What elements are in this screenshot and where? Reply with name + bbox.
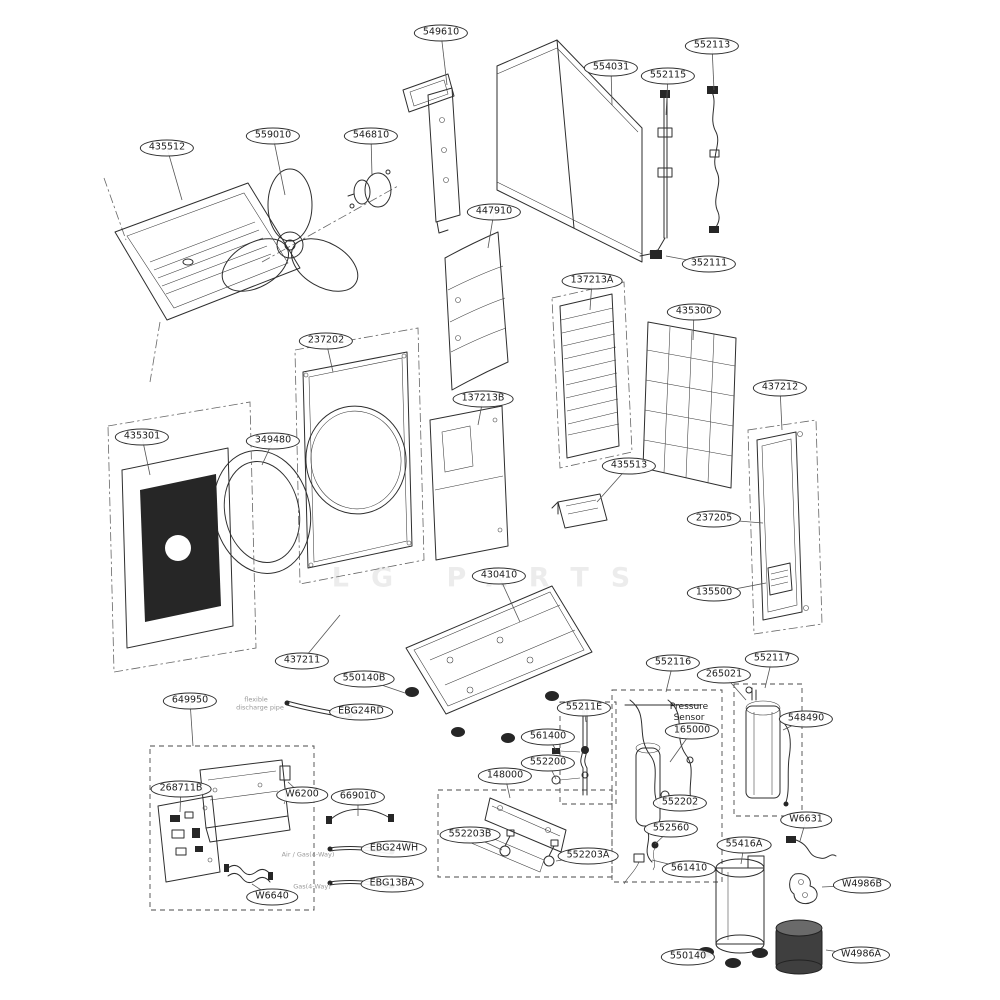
part-label-237205[interactable]: 237205	[686, 510, 742, 528]
part-label-237202[interactable]: 237202	[298, 332, 354, 350]
part-label-552203A[interactable]: 552203A	[557, 847, 619, 865]
part-label-135500[interactable]: 135500	[686, 584, 742, 602]
part-label-435301[interactable]: 435301	[114, 428, 170, 446]
part-label-550140[interactable]: 550140	[660, 948, 716, 966]
front-panel-drawing	[107, 401, 257, 673]
part-label-W6640[interactable]: W6640	[246, 888, 298, 906]
leader-line-435512	[166, 147, 183, 201]
part-label-649950[interactable]: 649950	[162, 692, 218, 710]
part-label-265021[interactable]: 265021	[696, 666, 752, 684]
part-label-W6631[interactable]: W6631	[780, 811, 832, 829]
part-label-554031[interactable]: 554031	[583, 59, 639, 77]
pcb-drawing	[157, 795, 221, 883]
control-box-drawing	[149, 745, 315, 911]
part-label-552116[interactable]: 552116	[645, 654, 701, 672]
part-label-349480[interactable]: 349480	[245, 432, 301, 450]
leader-line-549610	[440, 32, 448, 86]
part-label-552560[interactable]: 552560	[643, 820, 699, 838]
part-label-EBG13BA[interactable]: EBG13BA	[360, 875, 424, 893]
part-label-549610[interactable]: 549610	[413, 24, 469, 42]
accumulator-drawing	[733, 683, 803, 817]
side-panel-drawing	[496, 39, 643, 263]
part-label-137213A[interactable]: 137213A	[561, 272, 623, 290]
lower-partition-drawing	[429, 405, 509, 561]
part-label-561400[interactable]: 561400	[520, 728, 576, 746]
fan-propeller-drawing	[221, 168, 359, 292]
part-label-55416A[interactable]: 55416A	[716, 836, 772, 854]
part-label-546810[interactable]: 546810	[343, 127, 399, 145]
part-label-137213B[interactable]: 137213B	[452, 390, 514, 408]
leader-line-559010	[272, 135, 286, 196]
connector-drawing	[639, 250, 662, 259]
part-label-559010[interactable]: 559010	[245, 127, 301, 145]
valve-552200-drawing	[551, 775, 581, 785]
partition-panel-drawing	[444, 231, 509, 391]
motor-bracket-drawing	[402, 73, 461, 234]
wire-grille-drawing	[642, 321, 737, 489]
part-label-552115[interactable]: 552115	[640, 67, 696, 85]
part-label-548490[interactable]: 548490	[778, 710, 834, 728]
small-bracket-drawing	[551, 493, 608, 529]
fan-motor-drawing	[347, 169, 392, 209]
part-label-437212[interactable]: 437212	[752, 379, 808, 397]
part-label-437211[interactable]: 437211	[274, 652, 330, 670]
part-label-165000[interactable]: 165000	[664, 722, 720, 740]
sensor-561400-drawing	[552, 748, 581, 754]
part-label-552113[interactable]: 552113	[684, 37, 740, 55]
part-label-W6200[interactable]: W6200	[276, 786, 328, 804]
part-label-552202[interactable]: 552202	[652, 794, 708, 812]
part-label-435513[interactable]: 435513	[601, 457, 657, 475]
thermistor-drawing	[786, 836, 837, 859]
part-label-352111[interactable]: 352111	[681, 255, 737, 273]
part-label-435512[interactable]: 435512	[139, 139, 195, 157]
top-cover-drawing	[114, 182, 301, 321]
base-pan-drawing	[405, 585, 593, 743]
part-label-W4986A[interactable]: W4986A	[831, 946, 891, 964]
grommet-drawing	[789, 873, 818, 905]
part-label-552117[interactable]: 552117	[744, 650, 800, 668]
part-label-552203B[interactable]: 552203B	[439, 826, 501, 844]
sound-cap-drawing	[775, 919, 823, 975]
part-label-552200[interactable]: 552200	[520, 754, 576, 772]
part-label-EBG24WH[interactable]: EBG24WH	[360, 840, 428, 858]
part-label-55211E[interactable]: 55211E	[556, 699, 612, 717]
sensor-harness-drawing-2	[707, 86, 720, 233]
part-label-447910[interactable]: 447910	[466, 203, 522, 221]
part-label-W4986B[interactable]: W4986B	[832, 876, 892, 894]
part-label-669010[interactable]: 669010	[330, 788, 386, 806]
wires-drawing	[224, 864, 273, 884]
part-label-EBG24RD[interactable]: EBG24RD	[329, 703, 393, 721]
part-label-268711B[interactable]: 268711B	[150, 780, 212, 798]
part-label-550140B[interactable]: 550140B	[333, 670, 395, 688]
right-panel-drawing	[747, 419, 823, 635]
part-label-430410[interactable]: 430410	[471, 567, 527, 585]
part-label-561410[interactable]: 561410	[661, 860, 717, 878]
part-label-148000[interactable]: 148000	[477, 767, 533, 785]
part-label-435300[interactable]: 435300	[666, 303, 722, 321]
